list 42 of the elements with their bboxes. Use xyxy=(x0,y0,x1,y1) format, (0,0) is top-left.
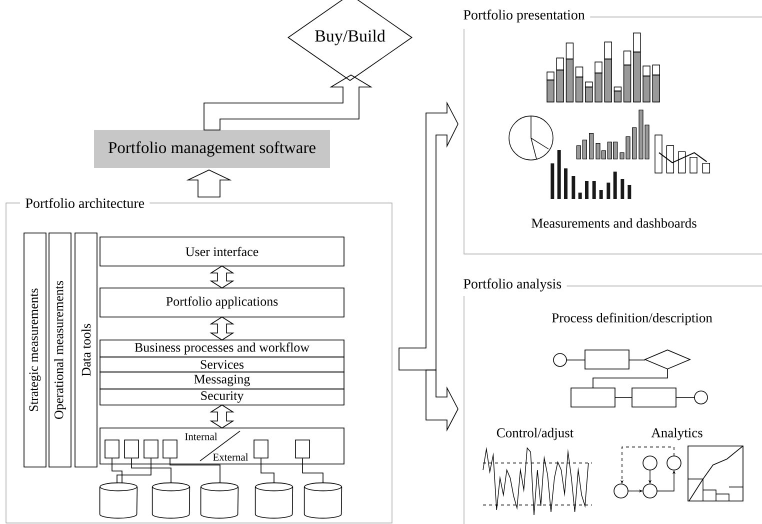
connector-line xyxy=(116,458,152,484)
chart-caption: Measurements and dashboards xyxy=(532,218,696,228)
database-cylinder xyxy=(254,482,294,519)
data-source-box: Internal External xyxy=(100,428,344,464)
panel-heading: Portfolio analysis xyxy=(464,278,562,292)
block-arrow xyxy=(204,74,372,130)
block-arrow xyxy=(210,266,234,288)
layer-box: Messaging xyxy=(100,372,344,390)
connector-line xyxy=(131,458,172,484)
layer-box: User interface xyxy=(100,236,344,266)
small-box xyxy=(295,440,310,458)
small-box xyxy=(104,440,120,458)
database-cylinder xyxy=(152,482,190,519)
panel-heading: Portfolio architecture xyxy=(26,198,144,208)
small-box xyxy=(254,440,268,458)
block-arrow xyxy=(210,404,234,428)
side-column: Data tools xyxy=(74,232,98,468)
side-column: Strategic measurements xyxy=(24,232,46,468)
connector-line xyxy=(112,458,122,484)
database-cylinder xyxy=(200,482,239,519)
database-cylinder xyxy=(304,482,342,519)
connector-line xyxy=(260,458,274,484)
layer-box: Services xyxy=(100,356,344,372)
block-arrow xyxy=(186,170,232,198)
panel-heading: Portfolio presentation xyxy=(464,10,585,22)
layer-box: Security xyxy=(100,388,344,406)
block-arrow xyxy=(426,370,458,432)
database-cylinder xyxy=(99,482,138,519)
small-box xyxy=(162,440,178,458)
layer-box: Portfolio applications xyxy=(100,288,344,318)
section-caption: Analytics xyxy=(651,428,702,440)
side-column: Operational measurements xyxy=(48,232,72,468)
section-caption: Process definition/description xyxy=(552,312,712,326)
layer-box: Business processes and workflow xyxy=(100,340,344,358)
connector-line xyxy=(302,458,324,484)
process-box: Portfolio management software xyxy=(94,130,330,168)
connector-line xyxy=(170,458,220,484)
block-arrow xyxy=(398,101,458,370)
small-box xyxy=(144,440,158,458)
section-caption: Control/adjust xyxy=(496,428,574,440)
block-arrow xyxy=(210,316,234,340)
small-box xyxy=(124,440,139,458)
